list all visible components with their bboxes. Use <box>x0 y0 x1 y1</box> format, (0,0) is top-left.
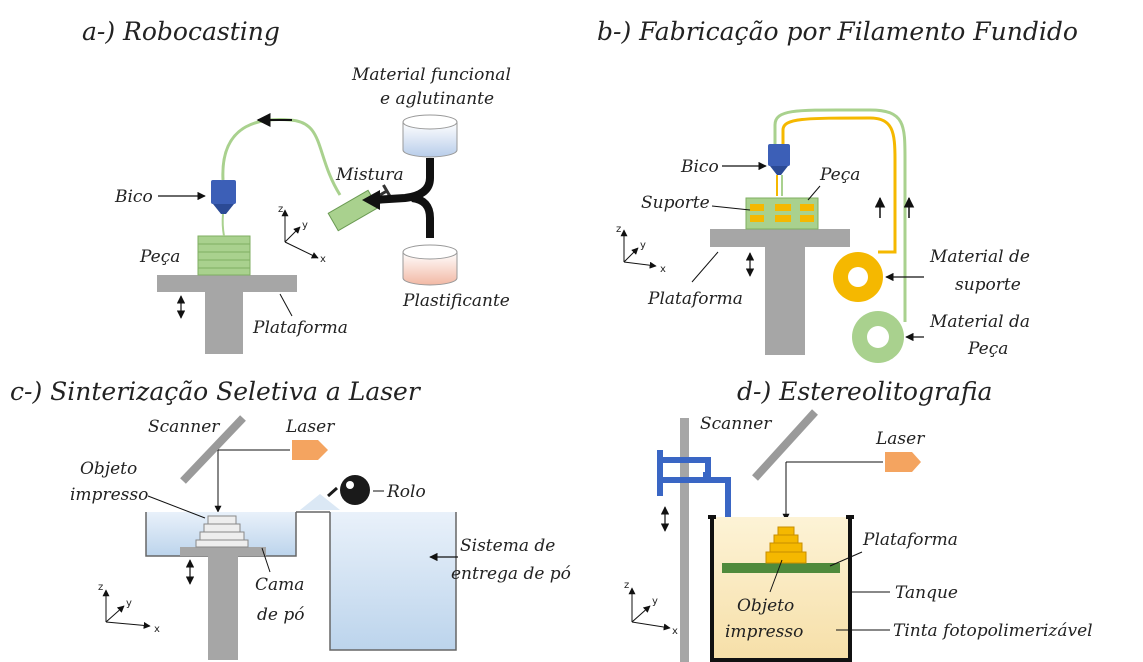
label-objeto: Objeto <box>737 596 794 616</box>
label-objeto: Objeto <box>80 459 137 479</box>
label-sistema: Sistema de <box>460 536 555 556</box>
label-plataforma: Plataforma <box>647 289 743 309</box>
platform-stem <box>208 556 238 660</box>
svg-text:y: y <box>640 240 646 251</box>
label-rolo: Rolo <box>386 482 426 502</box>
powder-delivery <box>329 512 457 651</box>
tank <box>708 515 854 662</box>
support-filament <box>781 116 897 254</box>
nozzle <box>768 144 790 175</box>
platform-stem <box>205 292 243 354</box>
panel-sla: d-) Estereolitografia Scanner Laser <box>624 377 1093 662</box>
label-laser: Laser <box>875 429 925 449</box>
part-with-support <box>745 197 819 230</box>
scanner-mirror <box>180 415 246 484</box>
label-bico: Bico <box>680 157 719 177</box>
label-laser: Laser <box>285 417 335 437</box>
label-tanque: Tanque <box>895 583 958 603</box>
roller <box>340 475 370 505</box>
axes-a: z y x <box>278 204 326 265</box>
label-de-po: de pó <box>257 605 304 625</box>
label-tinta: Tinta fotopolimerizável <box>893 621 1093 641</box>
axes-b: z y x <box>616 224 666 275</box>
svg-text:y: y <box>652 596 658 607</box>
feed-tube <box>221 118 342 196</box>
label-bico: Bico <box>114 187 153 207</box>
extrudate <box>221 213 225 237</box>
label-peca: Peça <box>139 247 180 267</box>
label-mat-peca-1: Material da <box>929 312 1030 332</box>
nozzle <box>211 180 236 214</box>
svg-text:x: x <box>154 624 160 635</box>
plasticizer-container <box>402 244 458 286</box>
panel-a-title: a-) Robocasting <box>82 17 280 46</box>
svg-text:z: z <box>98 582 103 593</box>
label-peca: Peça <box>819 165 860 185</box>
panel-robocasting: a-) Robocasting <box>82 17 511 354</box>
label-mat-suporte-2: suporte <box>955 275 1021 295</box>
label-plataforma: Plataforma <box>252 318 348 338</box>
printed-object <box>765 526 807 564</box>
panel-sls: c-) Sinterização Seletiva a Laser Scanne… <box>10 377 571 660</box>
label-mistura: Mistura <box>335 165 404 185</box>
svg-text:y: y <box>302 220 308 231</box>
svg-text:z: z <box>624 580 629 591</box>
feed-junction <box>373 158 434 204</box>
label-scanner: Scanner <box>700 414 772 434</box>
binder-container <box>402 114 458 158</box>
svg-text:y: y <box>126 598 132 609</box>
panel-fdm: b-) Fabricação por Filamento Fundido <box>597 17 1078 363</box>
build-platform <box>180 547 266 556</box>
laser-source <box>885 452 921 472</box>
label-impresso: impresso <box>725 622 803 642</box>
svg-text:z: z <box>278 204 283 215</box>
panel-b-title: b-) Fabricação por Filamento Fundido <box>597 17 1078 46</box>
printed-part <box>197 235 251 276</box>
svg-text:x: x <box>672 626 678 637</box>
label-mat-suporte-1: Material de <box>929 247 1030 267</box>
printed-object <box>195 515 249 548</box>
build-platform <box>722 563 840 573</box>
label-mat-peca-2: Peça <box>967 339 1008 359</box>
label-aglutinante: e aglutinante <box>380 89 494 109</box>
svg-text:x: x <box>660 264 666 275</box>
panel-c-title: c-) Sinterização Seletiva a Laser <box>10 377 422 406</box>
label-cama: Cama <box>255 575 304 595</box>
part-spool <box>852 311 904 363</box>
laser-source <box>292 440 328 460</box>
axes-c: z y x <box>98 582 160 635</box>
vertical-rail <box>680 418 689 662</box>
platform-stem <box>765 247 805 355</box>
label-entrega: entrega de pó <box>451 564 571 584</box>
label-plastificante: Plastificante <box>402 291 510 311</box>
platform-top <box>157 275 297 292</box>
panel-d-title: d-) Estereolitografia <box>737 377 992 406</box>
axes-d: z y x <box>624 580 678 637</box>
support-spool <box>833 252 883 302</box>
label-scanner: Scanner <box>148 417 220 437</box>
scanner-mirror <box>752 409 818 481</box>
label-material: Material funcional <box>351 65 511 85</box>
part-filament <box>773 108 907 322</box>
platform-top <box>710 229 850 247</box>
svg-text:z: z <box>616 224 621 235</box>
svg-text:x: x <box>320 254 326 265</box>
label-impresso: impresso <box>70 485 148 505</box>
label-plataforma: Plataforma <box>862 530 958 550</box>
label-suporte: Suporte <box>641 193 710 213</box>
